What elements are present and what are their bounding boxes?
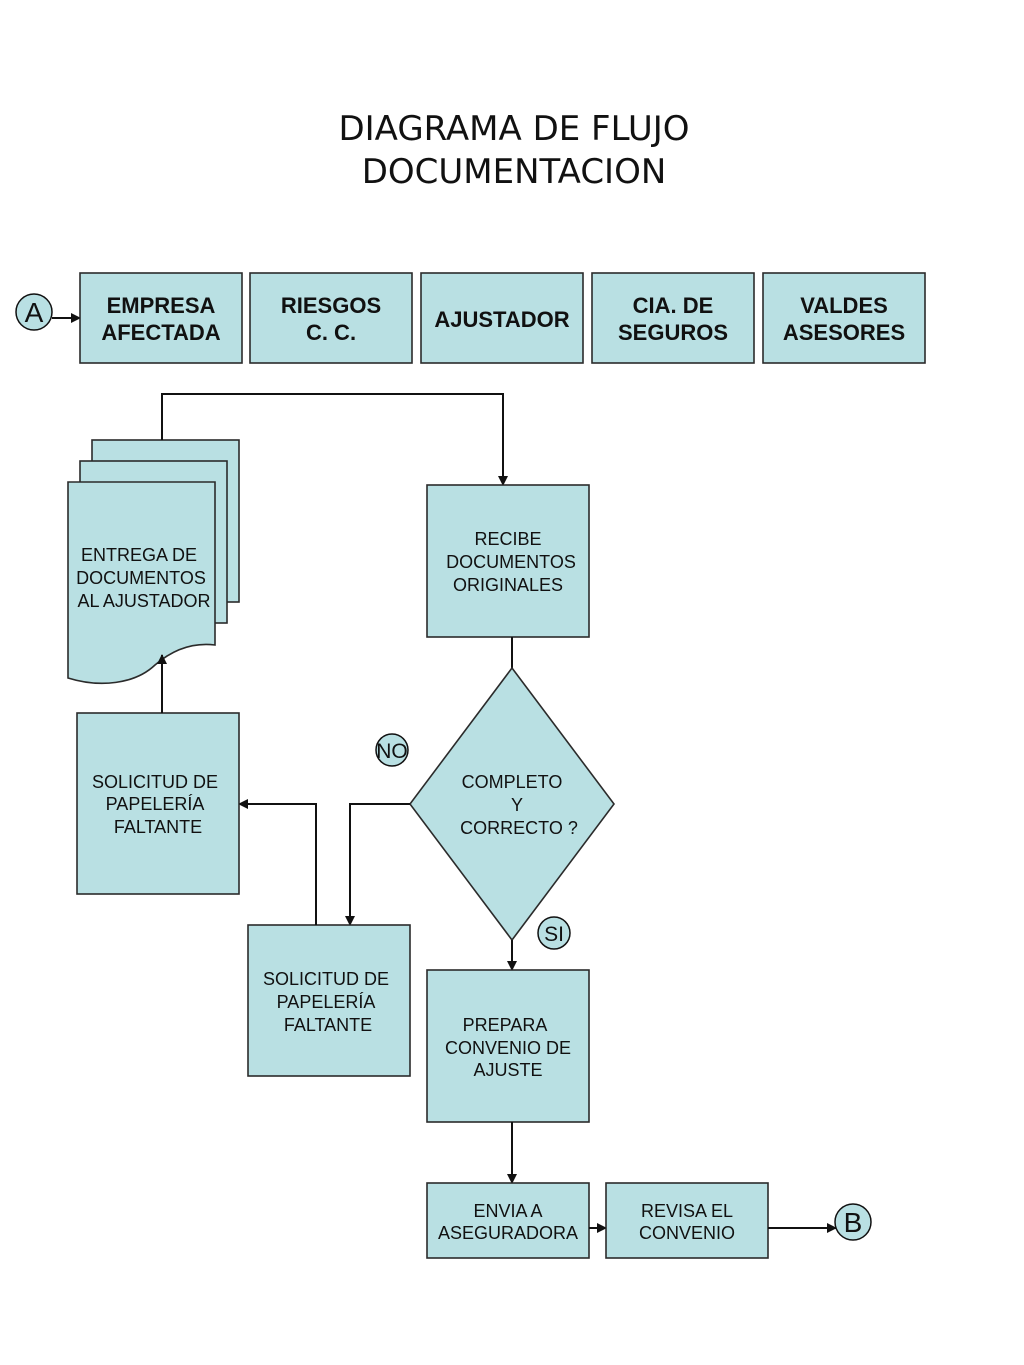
recibe-line2: DOCUMENTOS (446, 552, 576, 572)
solicitud-left-line3: FALTANTE (114, 817, 202, 837)
header-valdes-line2: ASESORES (783, 320, 905, 345)
header-riesgos-line1: RIESGOS (281, 293, 381, 318)
solicitud-mid-line2: PAPELERÍA (277, 992, 376, 1012)
header-riesgos (249, 272, 413, 364)
label-no: NO (376, 740, 408, 763)
header-riesgos-line2: C. C. (306, 320, 356, 345)
solicitud-mid-line3: FALTANTE (284, 1015, 372, 1035)
revisa-line2: CONVENIO (639, 1223, 735, 1243)
multi-document-entrega (67, 439, 240, 685)
decision-line3: CORRECTO ? (460, 818, 578, 838)
header-empresa-line2: AFECTADA (101, 320, 220, 345)
header-empresa-line1: EMPRESA (107, 293, 216, 318)
connector-a (15, 293, 53, 331)
recibe-line1: RECIBE (474, 529, 541, 549)
label-si: SI (544, 923, 564, 946)
header-valdes-asesores (762, 272, 926, 364)
header-ajustador-line1: AJUSTADOR (434, 307, 569, 332)
header-valdes-line1: VALDES (800, 293, 888, 318)
connector-b-label: B (844, 1207, 863, 1238)
header-cia-line1: CIA. DE (633, 293, 714, 318)
prepara-line1: PREPARA (463, 1015, 548, 1035)
node-recibe-documentos (426, 484, 590, 638)
decision-line1: COMPLETO (462, 772, 563, 792)
envia-line1: ENVIA A (473, 1201, 542, 1221)
solicitud-mid-line1: SOLICITUD DE (263, 969, 389, 989)
entrega-line2: DOCUMENTOS (76, 568, 206, 588)
title-line-2: DOCUMENTACION (362, 152, 667, 192)
node-solicitud-mid (247, 924, 411, 1077)
envia-line2: ASEGURADORA (438, 1223, 578, 1243)
label-si-circle (537, 916, 571, 950)
prepara-line3: AJUSTE (473, 1060, 542, 1080)
entrega-line3: AL AJUSTADOR (77, 591, 210, 611)
connector-a-label: A (25, 297, 44, 328)
node-solicitud-left (76, 712, 240, 895)
prepara-line2: CONVENIO DE (445, 1038, 571, 1058)
header-empresa-afectada (79, 272, 243, 364)
header-cia-seguros (591, 272, 755, 364)
flow-solicitud-mid-to-left (238, 799, 317, 925)
node-envia-aseguradora (426, 1182, 590, 1259)
header-cia-line2: SEGUROS (618, 320, 728, 345)
title-line-1: DIAGRAMA DE FLUJO (338, 109, 689, 149)
flow-entrega-to-recibe (161, 393, 508, 486)
solicitud-left-line2: PAPELERÍA (106, 794, 205, 814)
header-ajustador (420, 272, 584, 364)
solicitud-left-line1: SOLICITUD DE (92, 772, 218, 792)
connector-b (834, 1203, 872, 1241)
recibe-line3: ORIGINALES (453, 575, 563, 595)
entrega-line1: ENTREGA DE (81, 545, 197, 565)
decision-line2: Y (511, 795, 523, 815)
flow-no-to-solicitud-mid (345, 803, 410, 926)
node-prepara-convenio (426, 969, 590, 1123)
label-no-circle (375, 733, 409, 767)
revisa-line1: REVISA EL (641, 1201, 733, 1221)
node-revisa-convenio (605, 1182, 769, 1259)
